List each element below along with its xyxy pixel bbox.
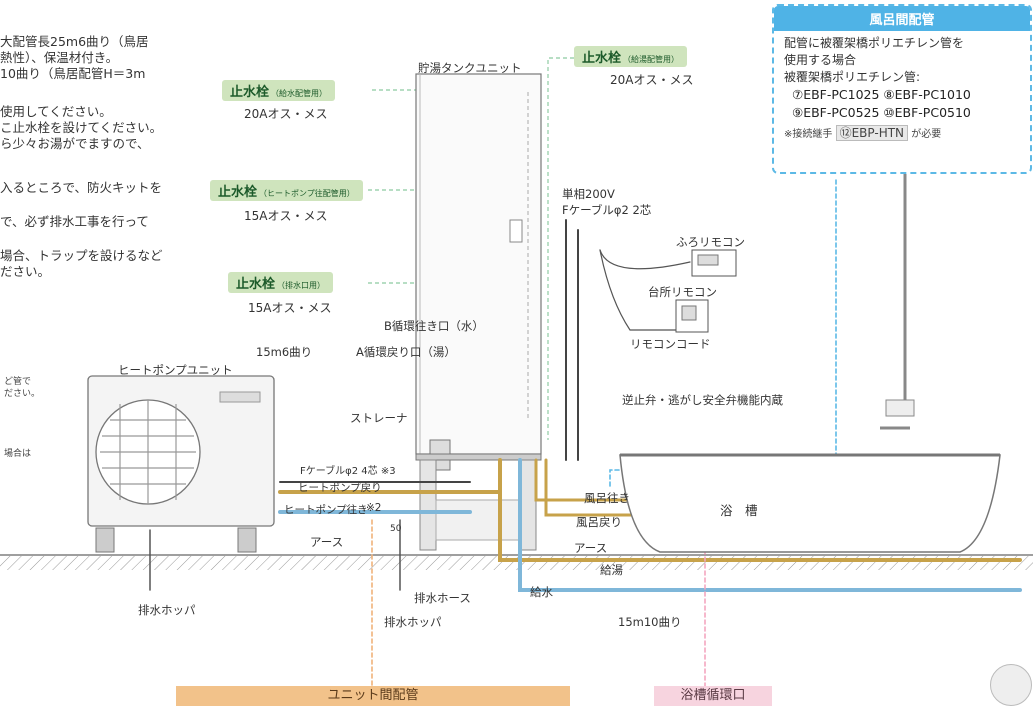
note-line: ださい。	[0, 264, 51, 279]
valve-sub: （給湯配管用）	[623, 55, 680, 64]
valve-spec: 20Aオス・メス	[244, 107, 328, 121]
small-note-line: 場合は	[4, 449, 32, 459]
note-line: 入るところで、防火キットを	[0, 180, 163, 195]
a-port-label: A循環戻り口（湯）	[356, 345, 456, 359]
pipes	[149, 179, 1022, 691]
valve-name: 止水栓	[236, 277, 276, 292]
power-spec: 単相200V Fケーブルφ2 2芯	[562, 186, 651, 218]
valve-sub: （排水口用）	[277, 281, 326, 290]
note-line: 場合、トラップを設けるなど	[0, 248, 163, 263]
pipe-15m6-label: 15m6曲り	[256, 345, 313, 359]
note-line: こ止水栓を設けてください。	[0, 120, 163, 135]
bath-piping-box: 風呂間配管 配管に被覆架橋ポリエチレン管を 使用する場合 被覆架橋ポリエチレン管…	[772, 4, 1032, 174]
valve-sub: （給水配管用）	[271, 89, 328, 98]
water-supply-label: 給水	[530, 585, 553, 599]
note-line: 10曲り（鳥居配管H＝3m	[0, 66, 146, 81]
tank-unit-label: 貯湯タンクユニット	[418, 61, 522, 75]
drain-hopper-label-1: 排水ホッパ	[138, 603, 196, 617]
bath-box-line: 被覆架橋ポリエチレン管:	[784, 70, 921, 84]
pipe-model-line: ⑦EBF-PC1025 ⑧EBF-PC1010	[792, 87, 971, 102]
unit-pipe-band: ユニット間配管	[176, 686, 570, 706]
strainer-label: ストレーナ	[350, 411, 408, 425]
valve-spec: 20Aオス・メス	[610, 73, 694, 87]
fcable4-label: Fケーブルφ2 4芯 ※3	[300, 466, 396, 477]
page-corner-circle	[990, 664, 1032, 706]
note-line: 大配管長25m6曲り（鳥居	[0, 34, 149, 49]
note-line: で、必ず排水工事を行って	[0, 214, 149, 229]
valve-heatpump-go: 止水栓（ヒートポンプ往配管用） 15Aオス・メス	[210, 180, 363, 224]
earth-label-2: アース	[574, 541, 608, 555]
bath-piping-title: 風呂間配管	[774, 6, 1030, 31]
valve-name: 止水栓	[582, 51, 622, 66]
valve-hot-supply: 止水栓（給湯配管用） 20Aオス・メス	[574, 46, 693, 88]
note-line: ら少々お湯がでますので、	[0, 136, 150, 151]
hp-return-label: ヒートポンプ戻り	[298, 482, 382, 494]
valve-sub: （ヒートポンプ往配管用）	[259, 189, 355, 198]
bath-box-line: 使用する場合	[784, 53, 857, 67]
valve-name: 止水栓	[218, 185, 258, 200]
bath-port-band: 浴槽循環口	[654, 686, 772, 706]
bathtub-label: 浴 槽	[720, 503, 758, 518]
earth-label-1: アース	[310, 535, 344, 549]
remote-controllers	[675, 249, 737, 333]
heat-pump-unit	[87, 375, 275, 553]
tank-unit	[415, 73, 542, 551]
bath-return-label: 風呂戻り	[576, 515, 622, 529]
joint-prefix: ※接続継手	[784, 129, 833, 140]
check-valve-label: 逆止弁・逃がし安全弁機能内蔵	[622, 393, 783, 407]
valve-name: 止水栓	[230, 85, 270, 100]
small-note-line: ど管で	[4, 377, 32, 387]
mark-2-label: ※2	[366, 502, 382, 514]
heat-pump-label: ヒートポンプユニット	[118, 363, 233, 377]
note-line: 熱性）、保温材付き。	[0, 50, 119, 65]
power-line-2: Fケーブルφ2 2芯	[562, 203, 652, 217]
kitchen-remote-label: 台所リモコン	[648, 285, 717, 299]
small-notes: ど管で ださい。 場合は	[4, 376, 40, 460]
drain-hopper-label-2: 排水ホッパ	[384, 615, 442, 629]
b-port-label: B循環往き口（水）	[384, 319, 484, 333]
valve-spec: 15Aオス・メス	[248, 301, 332, 315]
bath-remote-label: ふろリモコン	[676, 235, 745, 249]
bath-box-line: 配管に被覆架橋ポリエチレン管を	[784, 36, 965, 50]
valve-water-supply: 止水栓（給水配管用） 20Aオス・メス	[222, 80, 336, 122]
joint-suffix: が必要	[911, 129, 942, 140]
ground	[0, 554, 1033, 570]
joint-model: ⑫EBP-HTN	[835, 125, 909, 141]
hp-go-label: ヒートポンプ往き	[284, 504, 368, 516]
installation-notes: 大配管長25m6曲り（鳥居 熱性）、保温材付き。 10曲り（鳥居配管H＝3m 使…	[0, 34, 163, 280]
dim-50-label: 50	[390, 524, 402, 534]
valve-spec: 15Aオス・メス	[244, 209, 328, 223]
power-line-1: 単相200V	[562, 187, 615, 201]
remote-cord-label: リモコンコード	[630, 337, 711, 351]
pipe-15m10-label: 15m10曲り	[618, 615, 682, 629]
joint-note: ※接続継手 ⑫EBP-HTN が必要	[784, 124, 1020, 141]
small-note-line: ださい。	[4, 389, 41, 399]
bath-go-label: 風呂往き	[584, 491, 630, 505]
drain-hose-label: 排水ホース	[414, 591, 471, 605]
bathtub	[619, 118, 1001, 553]
pipe-model-line: ⑨EBF-PC0525 ⑩EBF-PC0510	[792, 105, 971, 120]
valve-drain: 止水栓（排水口用） 15Aオス・メス	[228, 272, 334, 316]
hot-supply-label: 給湯	[600, 563, 623, 577]
note-line: 使用してください。	[0, 104, 112, 119]
